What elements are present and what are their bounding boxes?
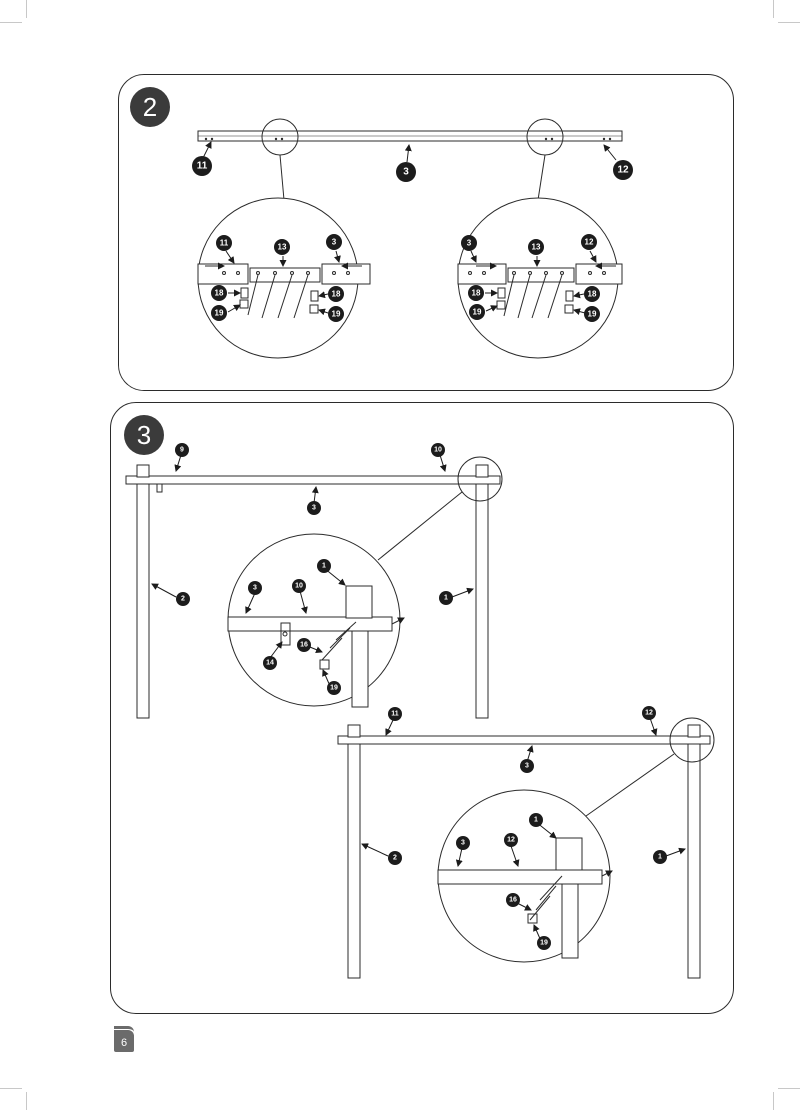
callout-19: 19 [327, 681, 341, 695]
step-3-number: 3 [124, 415, 164, 455]
svg-text:3: 3 [467, 239, 472, 248]
svg-text:10: 10 [295, 583, 303, 590]
svg-text:12: 12 [617, 165, 629, 176]
crop-mark [778, 22, 800, 23]
svg-text:19: 19 [540, 940, 548, 947]
leg-1-back [475, 483, 489, 719]
leg-1-front [687, 743, 701, 979]
svg-text:11: 11 [220, 239, 229, 248]
svg-text:19: 19 [473, 308, 482, 317]
callout-11: 11 [216, 235, 232, 251]
svg-text:2: 2 [181, 596, 185, 603]
callout-11: 11 [192, 156, 212, 176]
step-3-panel [110, 402, 734, 1014]
svg-text:3: 3 [461, 840, 465, 847]
step-2-drawing [197, 118, 623, 359]
callout-16: 16 [297, 638, 311, 652]
callout-14: 14 [263, 656, 277, 670]
svg-text:12: 12 [645, 710, 653, 717]
callout-18: 18 [211, 285, 227, 301]
svg-text:18: 18 [472, 289, 481, 298]
callout-12: 12 [581, 234, 597, 250]
callout-11: 11 [388, 707, 402, 721]
svg-text:19: 19 [215, 309, 224, 318]
callout-10: 10 [431, 443, 445, 457]
svg-text:13: 13 [278, 243, 287, 252]
crop-mark [0, 22, 22, 23]
page-number: 6 [114, 1026, 134, 1052]
step-3-back-frame [125, 454, 503, 719]
svg-text:18: 18 [215, 289, 224, 298]
crop-mark [26, 0, 27, 18]
callout-12: 12 [504, 833, 518, 847]
callout-18: 18 [468, 285, 484, 301]
svg-text:1: 1 [534, 817, 538, 824]
callout-3: 3 [248, 581, 262, 595]
svg-text:1: 1 [322, 563, 326, 570]
svg-text:13: 13 [532, 243, 541, 252]
callout-1: 1 [653, 850, 667, 864]
crop-mark [778, 1088, 800, 1089]
crop-mark [26, 1092, 27, 1110]
callout-3: 3 [326, 234, 342, 250]
callout-1: 1 [439, 591, 453, 605]
svg-text:19: 19 [332, 310, 341, 319]
callout-13: 13 [528, 239, 544, 255]
svg-text:14: 14 [266, 660, 274, 667]
callout-10: 10 [292, 579, 306, 593]
svg-text:1: 1 [444, 595, 448, 602]
svg-text:9: 9 [180, 447, 184, 454]
svg-text:16: 16 [300, 642, 308, 649]
svg-text:1: 1 [658, 854, 662, 861]
svg-text:11: 11 [197, 161, 208, 172]
svg-text:19: 19 [588, 310, 597, 319]
step-2-number: 2 [130, 87, 170, 127]
leg-2-front [347, 743, 361, 979]
callout-3: 3 [456, 836, 470, 850]
callout-3: 3 [307, 501, 321, 515]
svg-text:19: 19 [330, 685, 338, 692]
svg-text:3: 3 [332, 238, 337, 247]
callout-2: 2 [176, 592, 190, 606]
callout-19: 19 [537, 936, 551, 950]
svg-text:3: 3 [525, 763, 529, 770]
svg-text:3: 3 [403, 167, 409, 178]
svg-text:11: 11 [391, 711, 399, 718]
callout-19: 19 [584, 306, 600, 322]
callout-18: 18 [584, 286, 600, 302]
crop-mark [773, 0, 774, 18]
svg-text:18: 18 [332, 290, 341, 299]
crop-mark [773, 1092, 774, 1110]
svg-text:10: 10 [434, 447, 442, 454]
callouts: 11 3 12 11 13 3 18 19 18 19 3 13 12 18 1… [175, 156, 667, 950]
callout-2: 2 [388, 851, 402, 865]
svg-text:12: 12 [585, 238, 594, 247]
callout-18: 18 [328, 286, 344, 302]
callout-16: 16 [506, 893, 520, 907]
leg-2-back [136, 483, 150, 719]
callout-19: 19 [211, 305, 227, 321]
step-3-front-frame [337, 717, 715, 979]
callout-13: 13 [274, 239, 290, 255]
svg-text:18: 18 [588, 290, 597, 299]
svg-text:16: 16 [509, 897, 517, 904]
crop-mark [0, 1088, 22, 1089]
callout-12: 12 [642, 706, 656, 720]
callout-1: 1 [529, 813, 543, 827]
callout-3: 3 [520, 759, 534, 773]
callout-12: 12 [613, 160, 633, 180]
svg-text:3: 3 [253, 585, 257, 592]
svg-text:3: 3 [312, 505, 316, 512]
callout-19: 19 [328, 306, 344, 322]
callout-1: 1 [317, 559, 331, 573]
callout-3: 3 [396, 162, 416, 182]
callout-3: 3 [461, 235, 477, 251]
svg-text:12: 12 [507, 837, 515, 844]
callout-9: 9 [175, 443, 189, 457]
svg-text:2: 2 [393, 855, 397, 862]
callout-19: 19 [469, 304, 485, 320]
